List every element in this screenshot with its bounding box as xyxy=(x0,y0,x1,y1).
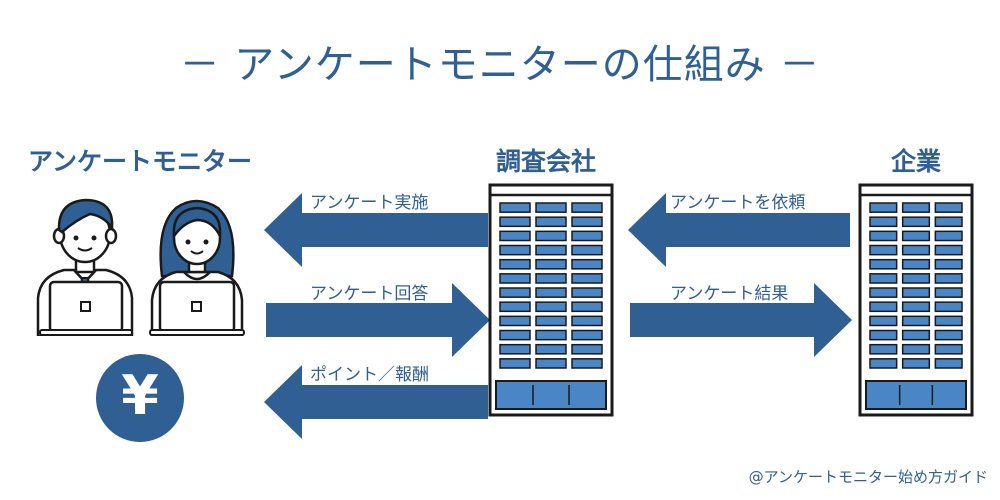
male-user-laptop-icon xyxy=(30,186,140,336)
yen-coin-icon: ¥ xyxy=(96,354,184,442)
arrow-survey-result xyxy=(628,283,852,357)
arrow-survey-request xyxy=(628,193,852,267)
label-survey-result: アンケート結果 xyxy=(670,284,789,304)
enterprise-header: 企業 xyxy=(890,147,941,176)
arrow-survey-conduct xyxy=(264,193,490,267)
label-survey-answer: アンケート回答 xyxy=(310,284,429,304)
enterprise-server-icon xyxy=(858,183,974,417)
credit-text: @アンケートモニター始め方ガイド xyxy=(748,468,988,486)
research-company-header: 調査会社 xyxy=(495,147,596,176)
female-user-laptop-icon xyxy=(146,186,246,336)
label-points-reward: ポイント／報酬 xyxy=(310,365,429,385)
monitor-header: アンケートモニター xyxy=(27,147,252,176)
research-company-server-icon xyxy=(488,183,614,417)
arrow-survey-answer xyxy=(264,283,490,357)
label-survey-conduct: アンケート実施 xyxy=(310,193,429,213)
page-title: － アンケートモニターの仕組み － xyxy=(179,42,821,88)
yen-symbol: ¥ xyxy=(121,364,159,427)
label-survey-request: アンケートを依頼 xyxy=(670,193,806,213)
arrow-points-reward xyxy=(264,365,490,439)
